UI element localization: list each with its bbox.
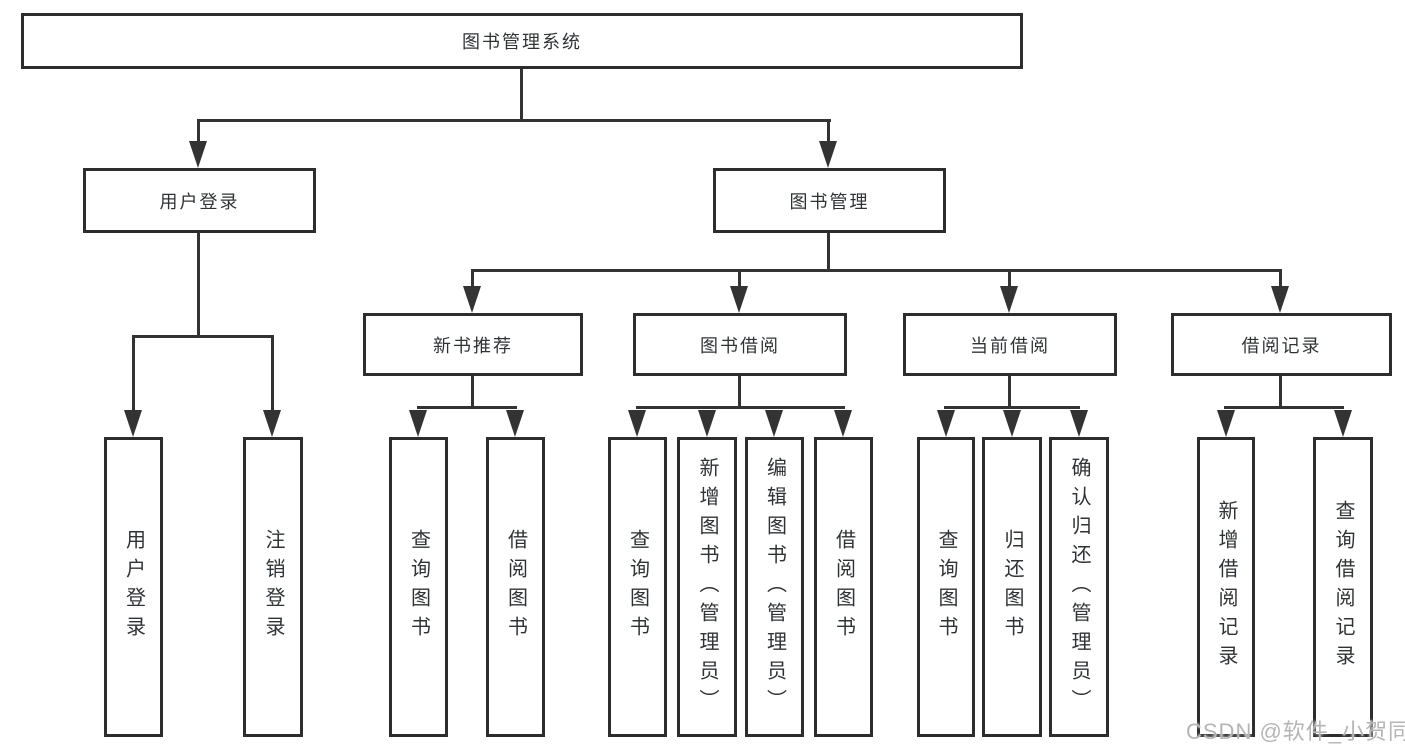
arrowhead-down-icon	[1271, 286, 1289, 313]
leaf-query-books-borrowing: 查询图书	[608, 437, 667, 737]
connector-line	[636, 406, 845, 409]
arrowhead-down-icon	[730, 286, 748, 313]
leaf-add-borrow-record: 新增借阅记录	[1197, 437, 1255, 737]
arrowhead-down-icon	[1334, 410, 1352, 437]
connector-line	[738, 376, 741, 408]
leaf-borrow-books-borrowing: 借阅图书	[814, 437, 873, 737]
connector-line	[197, 119, 200, 145]
leaf-label: 注销登录	[262, 529, 284, 645]
connector-line	[271, 335, 274, 412]
node-label: 借阅记录	[1241, 335, 1322, 356]
leaf-query-books-current: 查询图书	[917, 437, 975, 737]
arrowhead-down-icon	[1003, 410, 1021, 437]
connector-line	[827, 233, 830, 272]
leaf-label: 新增图书（管理员）	[696, 456, 718, 718]
leaf-return-books: 归还图书	[982, 437, 1042, 737]
node-book-borrowing: 图书借阅	[633, 313, 847, 376]
node-label: 用户登录	[159, 191, 240, 212]
watermark-text: CSDN @软件_小贺同学	[1186, 719, 1405, 744]
node-user-login: 用户登录	[83, 168, 316, 233]
leaf-label: 编辑图书（管理员）	[763, 456, 786, 718]
arrowhead-down-icon	[463, 286, 481, 313]
leaf-query-borrow-record: 查询借阅记录	[1313, 437, 1373, 737]
connector-line	[1224, 406, 1344, 409]
connector-line	[471, 269, 474, 289]
node-label: 图书管理	[789, 191, 870, 212]
node-label: 图书管理系统	[462, 32, 582, 52]
connector-line	[132, 335, 135, 412]
connector-line	[417, 406, 517, 409]
node-label: 图书借阅	[700, 335, 780, 356]
node-book-management: 图书管理	[713, 168, 946, 233]
leaf-label: 确认归还（管理员）	[1068, 456, 1090, 718]
connector-line	[471, 269, 1282, 272]
connector-line	[197, 233, 200, 338]
node-label: 新书推荐	[433, 335, 513, 356]
leaf-label: 借阅图书	[832, 529, 855, 645]
leaf-edit-books-admin: 编辑图书（管理员）	[745, 437, 804, 737]
leaf-label: 新增借阅记录	[1215, 500, 1237, 674]
arrowhead-down-icon	[698, 410, 716, 437]
arrowhead-down-icon	[124, 410, 142, 437]
leaf-borrow-books-recommend: 借阅图书	[486, 437, 545, 737]
connector-line	[1008, 269, 1011, 289]
node-current-borrowing: 当前借阅	[903, 313, 1117, 376]
connector-line	[1008, 376, 1011, 408]
connector-line	[132, 335, 274, 338]
node-label: 当前借阅	[970, 335, 1050, 356]
leaf-add-books-admin: 新增图书（管理员）	[677, 437, 737, 737]
arrowhead-down-icon	[819, 141, 837, 168]
leaf-label: 用户登录	[122, 529, 145, 645]
leaf-label: 查询图书	[935, 529, 957, 645]
leaf-label: 归还图书	[1001, 529, 1023, 645]
arrowhead-down-icon	[263, 410, 281, 437]
connector-line	[827, 119, 830, 145]
arrowhead-down-icon	[1070, 410, 1088, 437]
connector-line	[944, 406, 1080, 409]
connector-line	[1279, 269, 1282, 289]
arrowhead-down-icon	[628, 410, 646, 437]
arrowhead-down-icon	[834, 410, 852, 437]
connector-line	[471, 376, 474, 408]
arrowhead-down-icon	[506, 410, 524, 437]
leaf-label: 查询图书	[407, 529, 430, 645]
node-new-book-recommendation: 新书推荐	[363, 313, 583, 376]
connector-line	[1279, 376, 1282, 408]
node-root: 图书管理系统	[21, 13, 1023, 69]
leaf-query-books-recommend: 查询图书	[389, 437, 448, 737]
arrowhead-down-icon	[409, 410, 427, 437]
arrowhead-down-icon	[189, 141, 207, 168]
arrowhead-down-icon	[1217, 410, 1235, 437]
arrowhead-down-icon	[765, 410, 783, 437]
leaf-user-login: 用户登录	[104, 437, 163, 737]
leaf-confirm-return-admin: 确认归还（管理员）	[1049, 437, 1109, 737]
connector-line	[738, 269, 741, 289]
node-borrowing-records: 借阅记录	[1171, 313, 1392, 376]
leaf-label: 查询借阅记录	[1332, 500, 1354, 674]
connector-line	[520, 69, 523, 122]
connector-line	[198, 119, 831, 122]
leaf-logout-login: 注销登录	[243, 437, 303, 737]
leaf-label: 借阅图书	[504, 529, 527, 645]
leaf-label: 查询图书	[626, 529, 649, 645]
arrowhead-down-icon	[1000, 286, 1018, 313]
arrowhead-down-icon	[937, 410, 955, 437]
